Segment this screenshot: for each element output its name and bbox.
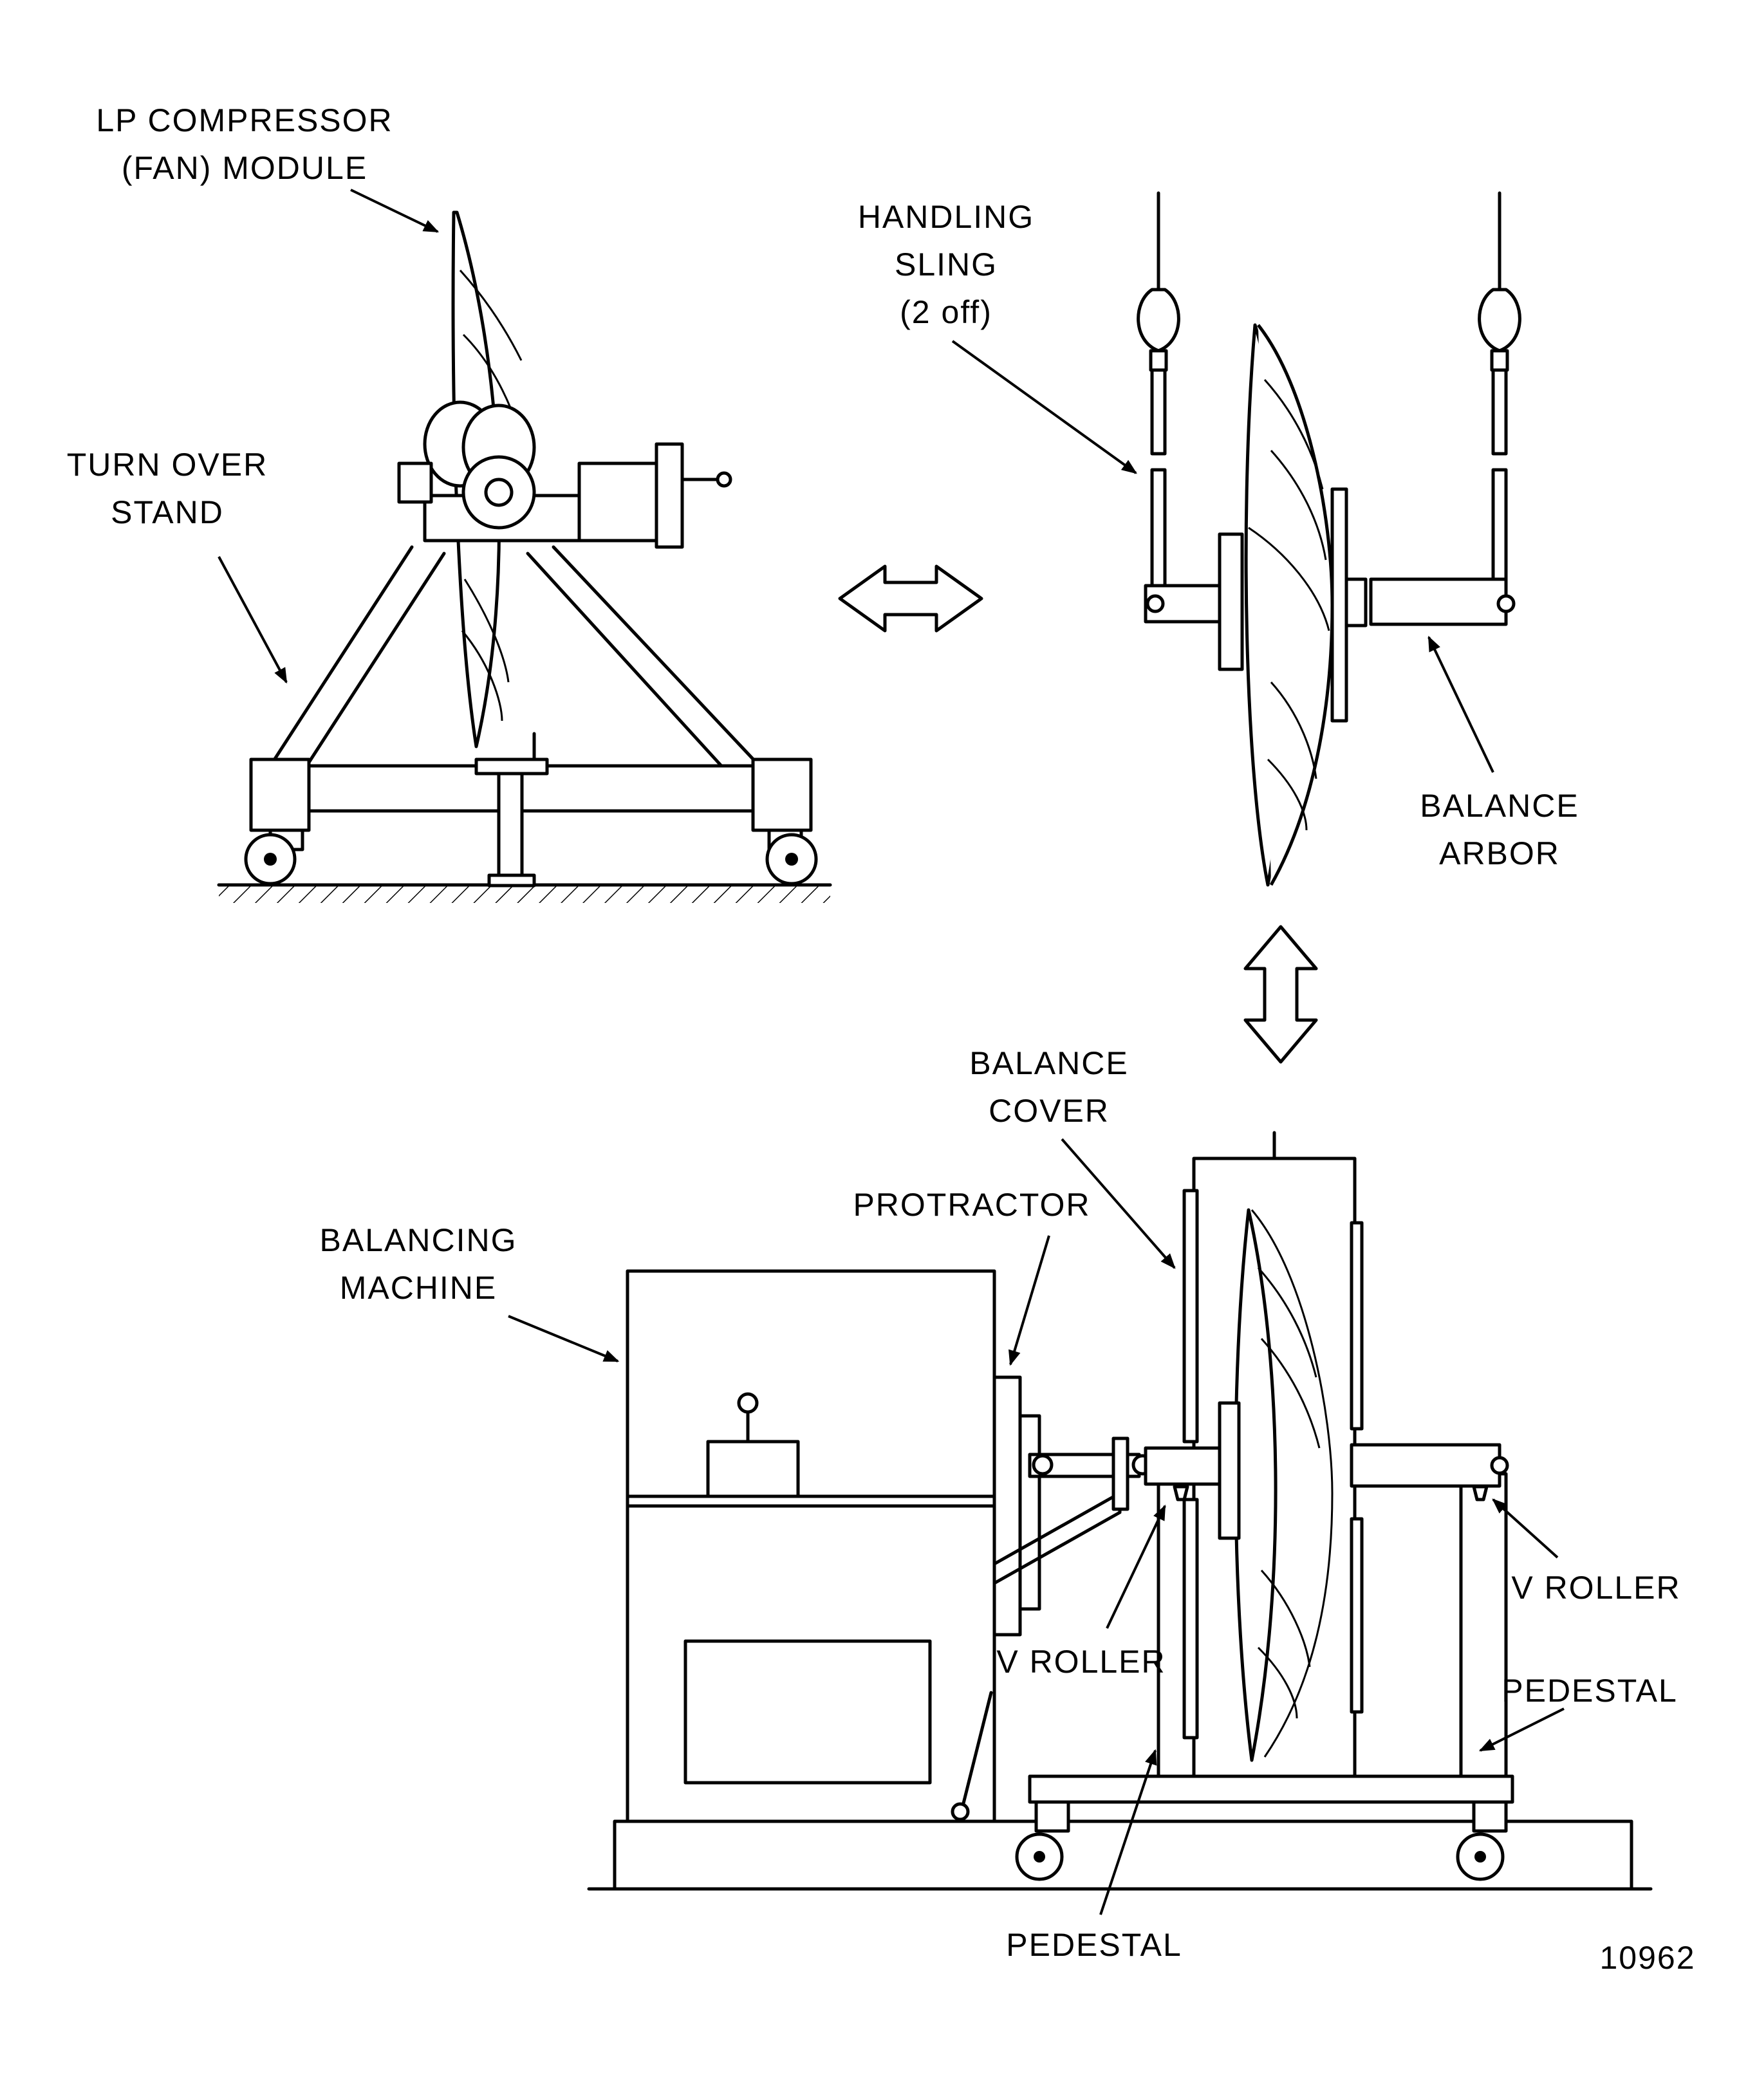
label-line: PEDESTAL <box>1501 1673 1678 1709</box>
label-line: PROTRACTOR <box>853 1187 1091 1223</box>
label-line: COVER <box>989 1093 1110 1129</box>
label-line: BALANCING <box>319 1222 517 1258</box>
turn-over-stand-illustration <box>217 210 832 903</box>
label-line: V ROLLER <box>1511 1570 1681 1606</box>
slung-fan-module-illustration <box>1137 191 1521 887</box>
balancing-machine-illustration <box>587 1131 1653 1891</box>
label-pedestal-bottom: PEDESTAL <box>991 1921 1197 1969</box>
label-line: (2 off) <box>900 294 992 330</box>
leader-arrows <box>218 189 1565 1915</box>
vertical-double-arrow-icon <box>1243 925 1318 1064</box>
label-balance-arbor: BALANCE ARBOR <box>1371 782 1628 877</box>
label-line: ARBOR <box>1439 835 1560 871</box>
label-line: HANDLING <box>857 199 1035 235</box>
label-line: MACHINE <box>339 1270 497 1306</box>
label-balancing-machine: BALANCING MACHINE <box>283 1216 553 1312</box>
label-v-roller-left: V ROLLER <box>985 1638 1178 1686</box>
label-handling-sling: HANDLING SLING (2 off) <box>817 193 1075 336</box>
label-line: PEDESTAL <box>1006 1927 1182 1963</box>
label-line: BALANCE <box>1420 788 1579 824</box>
label-line: (FAN) MODULE <box>121 150 368 186</box>
label-turn-over-stand: TURN OVER STAND <box>39 441 296 536</box>
label-balance-cover: BALANCE COVER <box>920 1039 1178 1135</box>
label-pedestal-right: PEDESTAL <box>1487 1667 1693 1714</box>
figure-number: 10962 <box>1599 1940 1696 1976</box>
label-protractor: PROTRACTOR <box>824 1181 1120 1229</box>
label-line: SLING <box>894 246 998 283</box>
label-line: TURN OVER <box>66 447 268 483</box>
horizontal-double-arrow-icon <box>838 564 983 633</box>
label-lp-compressor-fan-module: LP COMPRESSOR (FAN) MODULE <box>77 97 412 192</box>
label-line: STAND <box>111 494 224 530</box>
label-line: V ROLLER <box>996 1644 1166 1680</box>
label-v-roller-right: V ROLLER <box>1500 1564 1693 1612</box>
label-line: BALANCE <box>969 1045 1129 1081</box>
label-line: LP COMPRESSOR <box>96 102 393 138</box>
